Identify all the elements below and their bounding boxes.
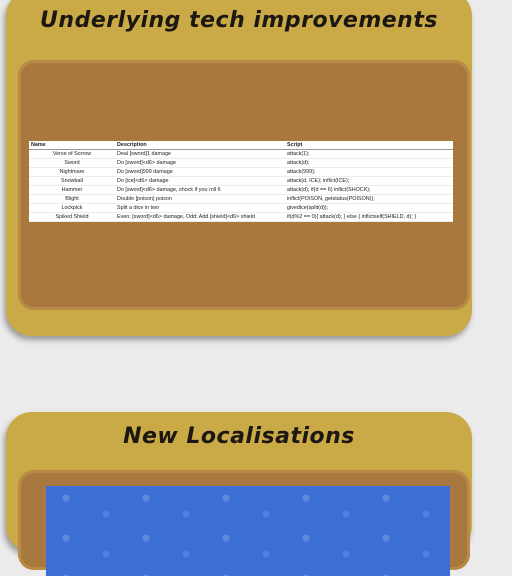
header-name: Name: [29, 141, 115, 150]
table-row: Snowball Do [ice]<d6> damage attack(d, I…: [29, 176, 453, 186]
cell-script: if(d%2 == 0){ attack(d); } else { inflic…: [285, 212, 453, 222]
table-row: Blight Double [poison] poison inflict(PO…: [29, 194, 453, 204]
cell-script: attack(1);: [285, 149, 453, 159]
cell-description: Double [poison] poison: [115, 194, 285, 204]
cell-name: Sword: [29, 158, 115, 168]
header-description: Description: [115, 141, 285, 150]
section-title: Underlying tech improvements: [40, 8, 438, 33]
section-title: New Localisations: [123, 424, 355, 449]
cell-description: Do [sword]<d6> damage, shock if you roll…: [115, 185, 285, 195]
cell-script: givedice(split(d));: [285, 203, 453, 213]
cell-description: Even: [sword]<d6> damage, Odd: Add [shie…: [115, 212, 285, 222]
cell-script: attack(d);: [285, 158, 453, 168]
table-row: Spiked Shield Even: [sword]<d6> damage, …: [29, 212, 453, 222]
table-row: Sword Do [sword]<d6> damage attack(d);: [29, 158, 453, 168]
table-row: Lockpick Split a dice in two givedice(sp…: [29, 203, 453, 213]
cell-description: Do [sword]<d6> damage: [115, 158, 285, 168]
cell-name: Snowball: [29, 176, 115, 186]
cell-script: attack(d, ICE); inflict(ICE);: [285, 176, 453, 186]
table-row: Verse of Sorrow Deal [sword]1 damage att…: [29, 149, 453, 159]
cell-description: Deal [sword]1 damage: [115, 149, 285, 159]
cell-script: attack(999);: [285, 167, 453, 177]
tech-improvements-card: Underlying tech improvements Name Descri…: [6, 0, 472, 336]
table-row: Nightmare Do [sword]999 damage attack(99…: [29, 167, 453, 177]
card-inner-panel: [18, 470, 470, 576]
cell-name: Nightmare: [29, 167, 115, 177]
localisations-card: New Localisations: [6, 412, 472, 576]
cell-description: Do [sword]999 damage: [115, 167, 285, 177]
cell-script: inflict(POISON, getstatus(POISON));: [285, 194, 453, 204]
cell-name: Blight: [29, 194, 115, 204]
cell-name: Spiked Shield: [29, 212, 115, 222]
cell-name: Hammer: [29, 185, 115, 195]
header-script: Script: [285, 141, 453, 150]
cell-name: Verse of Sorrow: [29, 149, 115, 159]
cell-description: Split a dice in two: [115, 203, 285, 213]
table-row: Hammer Do [sword]<d6> damage, shock if y…: [29, 185, 453, 195]
table-header-row: Name Description Script: [29, 141, 453, 150]
scripts-table: Name Description Script Verse of Sorrow …: [29, 141, 453, 222]
cell-script: attack(d); if(d == 6) inflict(SHOCK);: [285, 185, 453, 195]
cell-description: Do [ice]<d6> damage: [115, 176, 285, 186]
cell-name: Lockpick: [29, 203, 115, 213]
localisation-preview-panel: [46, 486, 450, 576]
